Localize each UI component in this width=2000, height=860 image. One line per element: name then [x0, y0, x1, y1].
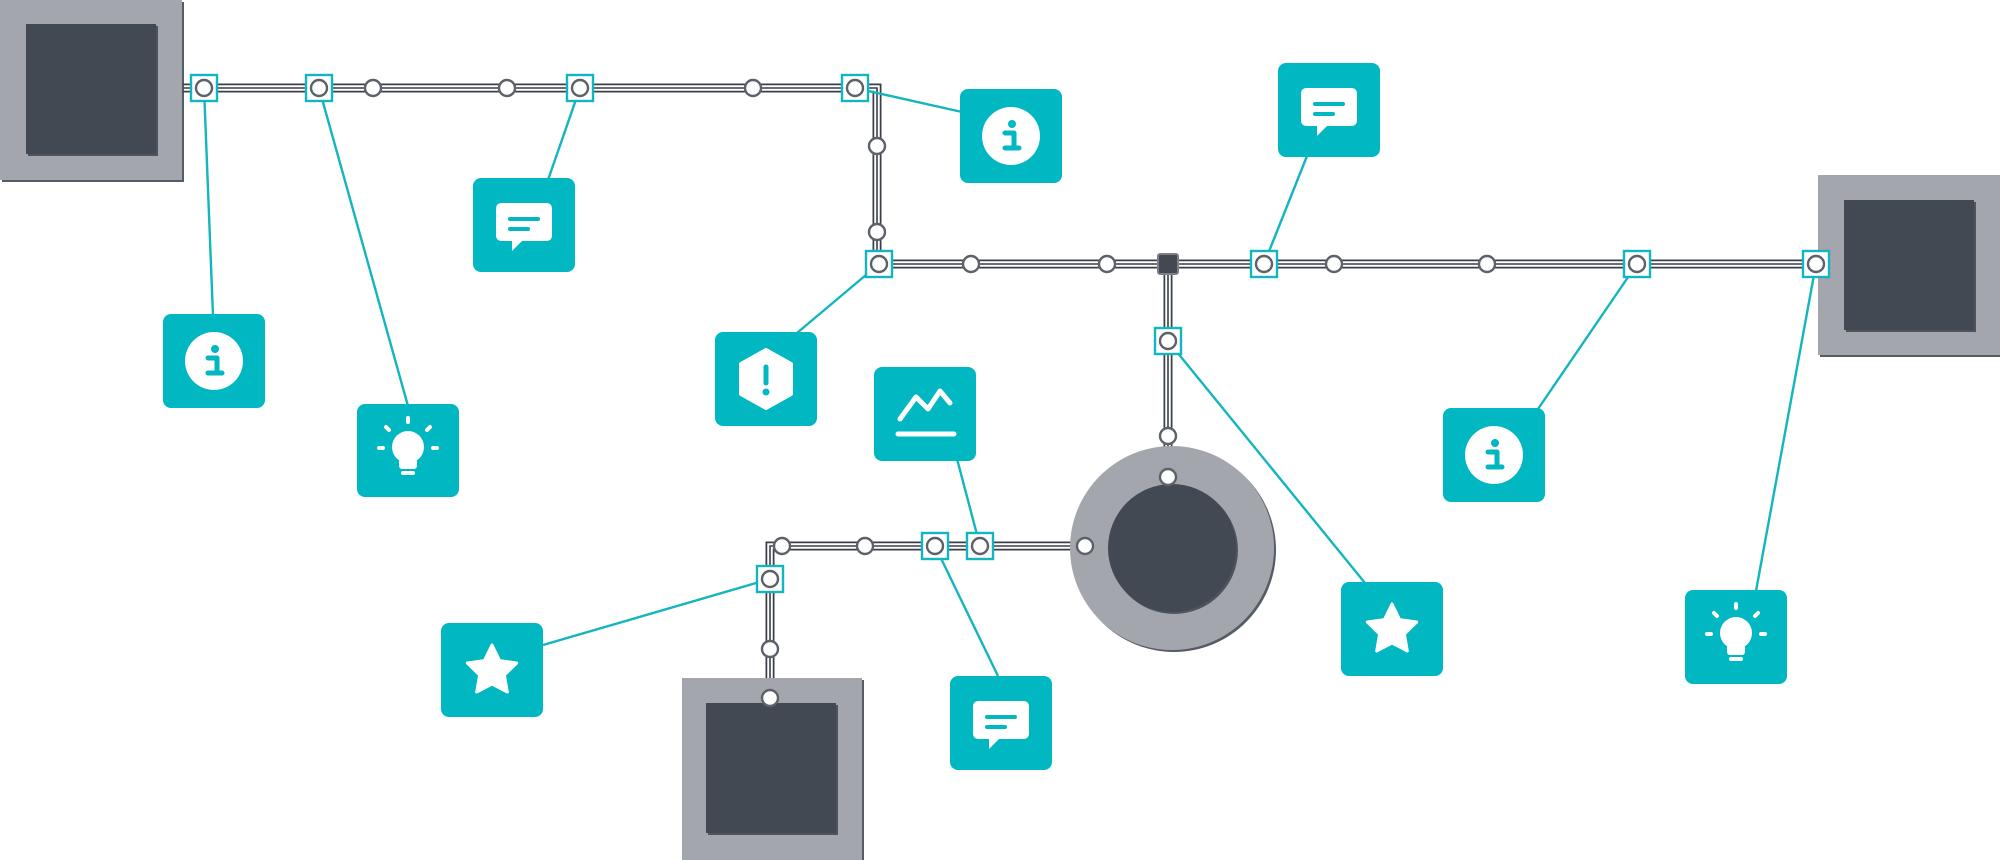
- pipe-valve[interactable]: [1158, 426, 1178, 446]
- pipe-valve[interactable]: [867, 136, 887, 156]
- pipe-branch-bottom: [765, 541, 1110, 698]
- connector-line: [933, 545, 1000, 677]
- lightbulb-icon: [377, 416, 439, 475]
- connector-line: [1262, 155, 1309, 265]
- pipe-network: [156, 83, 1822, 698]
- pipe-valve[interactable]: [855, 536, 875, 556]
- pipe-sensor[interactable]: [920, 531, 950, 561]
- pipe-valve[interactable]: [1324, 254, 1344, 274]
- connector-line: [1537, 263, 1638, 410]
- annotation-tile-comment[interactable]: [950, 676, 1052, 770]
- pipe-valve[interactable]: [1477, 254, 1497, 274]
- annotation-tile-star[interactable]: [441, 623, 543, 717]
- connector-line: [202, 87, 215, 317]
- pipe-valve[interactable]: [497, 78, 517, 98]
- connector-line: [854, 86, 963, 114]
- connector-line: [542, 577, 771, 647]
- annotation-tile-chart[interactable]: [874, 367, 976, 461]
- pipe-valve[interactable]: [772, 536, 792, 556]
- alert-hexagon-icon: [739, 348, 793, 410]
- info-icon: [982, 107, 1040, 165]
- connector-line: [546, 87, 582, 181]
- annotation-tile-info[interactable]: [960, 89, 1062, 183]
- annotation-tile-comment[interactable]: [1278, 63, 1380, 157]
- annotation-tile-comment[interactable]: [473, 178, 575, 272]
- info-icon: [1465, 426, 1523, 484]
- line-chart-icon: [895, 388, 957, 437]
- pipe-valve[interactable]: [961, 254, 981, 274]
- pipe-sensor[interactable]: [1249, 249, 1279, 279]
- connector-line: [1167, 340, 1366, 584]
- annotation-tile-alert[interactable]: [715, 332, 817, 426]
- pipe-valve[interactable]: [1097, 254, 1117, 274]
- pipe-valve[interactable]: [867, 222, 887, 242]
- pipe-sensor[interactable]: [304, 73, 334, 103]
- pipe-sensor[interactable]: [1622, 249, 1652, 279]
- annotation-tile-star[interactable]: [1341, 582, 1443, 676]
- connector-line: [1754, 263, 1818, 592]
- info-icon: [185, 332, 243, 390]
- connector-line: [954, 454, 982, 547]
- pipe-sensor[interactable]: [1801, 249, 1831, 279]
- pipe-valve[interactable]: [760, 639, 780, 659]
- pipe-valve[interactable]: [1075, 536, 1095, 556]
- valves: [363, 78, 1497, 708]
- annotation-tile-info[interactable]: [1443, 408, 1545, 502]
- pipe-valve[interactable]: [760, 688, 780, 708]
- connector-lines: [202, 86, 1818, 677]
- pipe-sensor[interactable]: [565, 73, 595, 103]
- pipe-valve[interactable]: [1158, 467, 1178, 487]
- pipe-junction[interactable]: [1157, 253, 1179, 275]
- speech-bubble-icon: [496, 203, 552, 251]
- pipe-main-top: [156, 83, 1822, 269]
- sensors: [189, 73, 1831, 594]
- pipe-sensor[interactable]: [840, 73, 870, 103]
- star-icon: [1365, 602, 1419, 653]
- lightbulb-icon: [1705, 602, 1767, 661]
- speech-bubble-icon: [1301, 88, 1357, 136]
- annotation-tiles: [163, 63, 1787, 770]
- pipe-sensor[interactable]: [965, 531, 995, 561]
- annotation-tile-info[interactable]: [163, 314, 265, 408]
- pipe-valve[interactable]: [363, 78, 383, 98]
- pipe-sensor[interactable]: [189, 73, 219, 103]
- annotation-tile-lightbulb[interactable]: [357, 404, 459, 497]
- annotation-tile-lightbulb[interactable]: [1685, 590, 1787, 684]
- pipe-sensor[interactable]: [1153, 326, 1183, 356]
- node-center[interactable]: [1070, 446, 1274, 650]
- pipe-sensor[interactable]: [864, 249, 894, 279]
- star-icon: [465, 643, 519, 694]
- node-top-left[interactable]: [0, 0, 182, 180]
- node-bottom[interactable]: [682, 678, 862, 860]
- pipe-valve[interactable]: [743, 78, 763, 98]
- speech-bubble-icon: [973, 701, 1029, 749]
- pipe-sensor[interactable]: [755, 564, 785, 594]
- node-right[interactable]: [1818, 175, 2000, 355]
- connector-line: [317, 87, 410, 407]
